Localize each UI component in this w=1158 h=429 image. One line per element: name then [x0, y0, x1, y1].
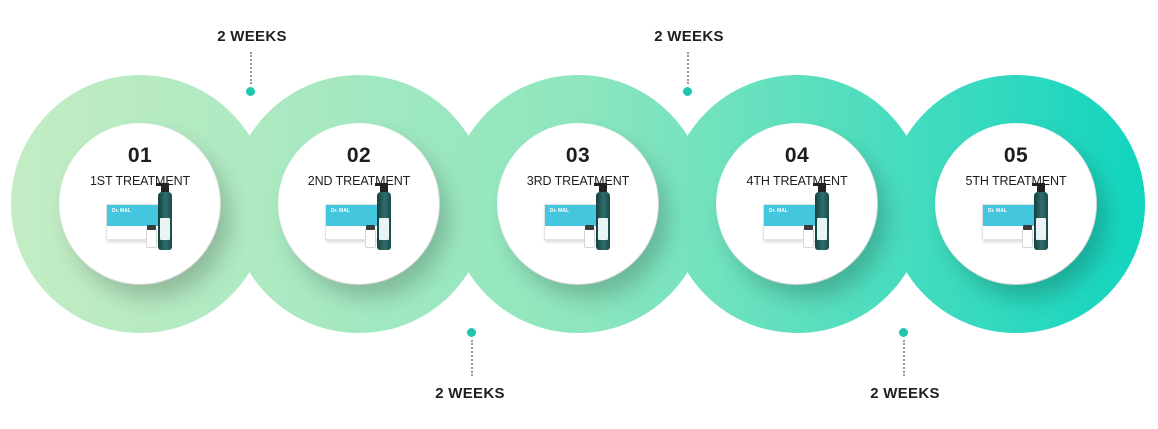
connector-line-1: [250, 52, 252, 84]
treatment-disc-2: 02 2ND TREATMENT Dr. MAL: [279, 124, 439, 284]
ampoule: [584, 225, 595, 248]
connector-line-4: [903, 340, 905, 376]
ampoule: [1022, 225, 1033, 248]
pump-bottle: [377, 192, 391, 250]
product-brand: Dr. MAL: [112, 208, 131, 214]
ampoule: [146, 225, 157, 248]
pump-bottle: [815, 192, 829, 250]
treatment-title: 3RD TREATMENT: [526, 174, 630, 188]
product-brand: Dr. MAL: [769, 208, 788, 214]
product-box: Dr. MAL: [325, 204, 385, 240]
ring-5: [887, 75, 1145, 333]
interval-dot-1: [246, 87, 255, 96]
product-box: Dr. MAL: [106, 204, 166, 240]
treatment-number: 04: [784, 144, 810, 167]
interval-label-2: 2 WEEKS: [435, 385, 505, 402]
treatment-disc-3: 03 3RD TREATMENT Dr. MAL: [498, 124, 658, 284]
product-brand: Dr. MAL: [331, 208, 350, 214]
product-brand: Dr. MAL: [988, 208, 1007, 214]
ampoule: [803, 225, 814, 248]
product-image: Dr. MAL: [100, 183, 188, 254]
connector-line-3: [687, 52, 689, 84]
connector-line-2: [471, 340, 473, 376]
treatment-title: 2ND TREATMENT: [307, 174, 411, 188]
pump-bottle: [1034, 192, 1048, 250]
interval-dot-4: [899, 328, 908, 337]
treatment-number: 02: [346, 144, 372, 167]
treatment-title: 5TH TREATMENT: [965, 174, 1067, 188]
interval-dot-3: [683, 87, 692, 96]
interval-label-3: 2 WEEKS: [654, 28, 724, 45]
treatment-disc-1: 01 1ST TREATMENT Dr. MAL: [60, 124, 220, 284]
product-box: Dr. MAL: [982, 204, 1042, 240]
treatment-number: 05: [1003, 144, 1029, 167]
pump-bottle: [596, 192, 610, 250]
product-box: Dr. MAL: [544, 204, 604, 240]
product-box: Dr. MAL: [763, 204, 823, 240]
product-image: Dr. MAL: [319, 183, 407, 254]
treatment-disc-4: 04 4TH TREATMENT Dr. MAL: [717, 124, 877, 284]
product-image: Dr. MAL: [538, 183, 626, 254]
treatment-title: 1ST TREATMENT: [89, 174, 191, 188]
product-brand: Dr. MAL: [550, 208, 569, 214]
product-image: Dr. MAL: [757, 183, 845, 254]
ampoule: [365, 225, 376, 248]
product-image: Dr. MAL: [976, 183, 1064, 254]
interval-dot-2: [467, 328, 476, 337]
treatment-title: 4TH TREATMENT: [746, 174, 848, 188]
treatment-number: 01: [127, 144, 153, 167]
treatment-disc-5: 05 5TH TREATMENT Dr. MAL: [936, 124, 1096, 284]
treatment-number: 03: [565, 144, 591, 167]
interval-label-1: 2 WEEKS: [217, 28, 287, 45]
pump-bottle: [158, 192, 172, 250]
interval-label-4: 2 WEEKS: [870, 385, 940, 402]
